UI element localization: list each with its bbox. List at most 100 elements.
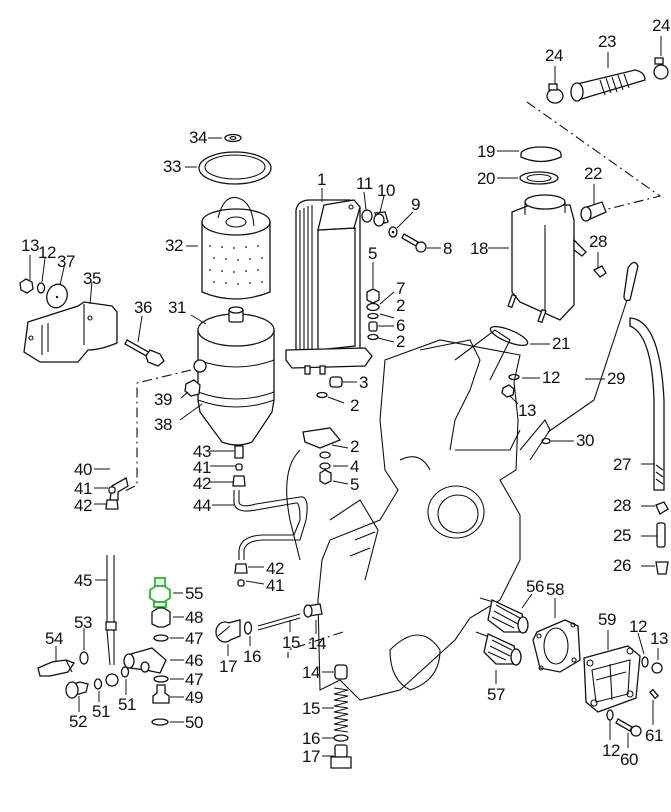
oil-filter-element-32 xyxy=(201,196,271,300)
callout-39[interactable]: 39 xyxy=(154,390,172,409)
callout-52[interactable]: 52 xyxy=(69,712,87,731)
callout-33[interactable]: 33 xyxy=(163,157,181,176)
callout-34[interactable]: 34 xyxy=(189,128,207,147)
callout-12[interactable]: 12 xyxy=(602,741,620,760)
callout-5[interactable]: 5 xyxy=(350,475,359,494)
callout-41[interactable]: 41 xyxy=(74,479,92,498)
callout-15[interactable]: 15 xyxy=(282,633,300,652)
callout-18[interactable]: 18 xyxy=(470,239,488,258)
callout-16[interactable]: 16 xyxy=(302,729,320,748)
callout-49[interactable]: 49 xyxy=(185,688,203,707)
callout-9[interactable]: 9 xyxy=(411,195,420,214)
nut-42 xyxy=(105,499,119,510)
callout-31[interactable]: 31 xyxy=(168,298,186,317)
callout-36[interactable]: 36 xyxy=(134,298,152,317)
callout-10[interactable]: 10 xyxy=(377,181,395,200)
sender-54 xyxy=(37,659,75,677)
callout-58[interactable]: 58 xyxy=(546,580,564,599)
callout-61[interactable]: 61 xyxy=(645,726,663,745)
callout-24[interactable]: 24 xyxy=(652,16,670,35)
callout-59[interactable]: 59 xyxy=(598,610,616,629)
callout-12[interactable]: 12 xyxy=(629,617,647,636)
callout-13[interactable]: 13 xyxy=(518,401,536,420)
callout-2[interactable]: 2 xyxy=(396,296,405,315)
callout-24[interactable]: 24 xyxy=(545,46,563,65)
callout-13[interactable]: 13 xyxy=(21,236,39,255)
callout-42[interactable]: 42 xyxy=(266,559,284,578)
pump-gear-56 xyxy=(479,597,529,634)
callout-25[interactable]: 25 xyxy=(613,526,631,545)
callout-27[interactable]: 27 xyxy=(613,455,631,474)
callout-16[interactable]: 16 xyxy=(243,647,261,666)
callout-37[interactable]: 37 xyxy=(57,252,75,271)
callout-54[interactable]: 54 xyxy=(45,629,63,648)
callout-57[interactable]: 57 xyxy=(487,685,505,704)
callout-3[interactable]: 3 xyxy=(359,373,368,392)
callout-17[interactable]: 17 xyxy=(302,747,320,766)
callout-17[interactable]: 17 xyxy=(219,657,237,676)
callout-28[interactable]: 28 xyxy=(589,232,607,251)
callout-55[interactable]: 55 xyxy=(185,584,203,603)
gasket-21 xyxy=(489,326,529,346)
callout-41[interactable]: 41 xyxy=(266,576,284,595)
clamp-24 xyxy=(546,83,564,104)
callout-26[interactable]: 26 xyxy=(613,556,631,575)
callout-30[interactable]: 30 xyxy=(576,431,594,450)
callout-45[interactable]: 45 xyxy=(74,571,92,590)
callout-19[interactable]: 19 xyxy=(477,142,495,161)
callout-13[interactable]: 13 xyxy=(650,629,668,648)
callout-42[interactable]: 42 xyxy=(74,496,92,515)
callout-41[interactable]: 41 xyxy=(193,458,211,477)
callout-40[interactable]: 40 xyxy=(74,460,92,479)
seal-ring-51 xyxy=(93,678,103,690)
callout-43[interactable]: 43 xyxy=(193,442,211,461)
callout-12[interactable]: 12 xyxy=(38,243,56,262)
callout-35[interactable]: 35 xyxy=(83,269,101,288)
callout-6[interactable]: 6 xyxy=(396,316,405,335)
callout-2[interactable]: 2 xyxy=(350,437,359,456)
union-43 xyxy=(234,445,244,459)
callout-44[interactable]: 44 xyxy=(193,496,211,515)
callout-32[interactable]: 32 xyxy=(165,236,183,255)
bushing-10 xyxy=(373,211,389,227)
callout-28[interactable]: 28 xyxy=(613,496,631,515)
callout-12[interactable]: 12 xyxy=(542,368,560,387)
callout-42[interactable]: 42 xyxy=(193,474,211,493)
washer-12 xyxy=(508,373,520,381)
callout-2[interactable]: 2 xyxy=(396,332,405,351)
callout-11[interactable]: 11 xyxy=(356,174,373,193)
callout-53[interactable]: 53 xyxy=(74,613,92,632)
grommet-26 xyxy=(655,561,669,575)
callout-5[interactable]: 5 xyxy=(368,244,377,263)
callout-14[interactable]: 14 xyxy=(302,663,320,682)
callout-60[interactable]: 60 xyxy=(620,750,638,769)
callout-46[interactable]: 46 xyxy=(185,651,203,670)
washer-4 xyxy=(319,462,331,470)
callout-1[interactable]: 1 xyxy=(317,170,326,189)
callout-7[interactable]: 7 xyxy=(396,279,405,298)
callout-14[interactable]: 14 xyxy=(308,634,326,653)
olive-41 xyxy=(237,579,245,587)
callout-20[interactable]: 20 xyxy=(477,169,495,188)
callout-23[interactable]: 23 xyxy=(598,32,616,51)
callout-56[interactable]: 56 xyxy=(526,577,544,596)
elbow-22 xyxy=(580,201,607,222)
callout-15[interactable]: 15 xyxy=(302,699,320,718)
callout-22[interactable]: 22 xyxy=(584,164,602,183)
callout-47[interactable]: 47 xyxy=(185,629,203,648)
bolt-36 xyxy=(124,339,165,367)
callout-50[interactable]: 50 xyxy=(185,713,203,732)
callout-8[interactable]: 8 xyxy=(443,239,452,258)
callout-51[interactable]: 51 xyxy=(92,702,110,721)
callout-2[interactable]: 2 xyxy=(350,396,359,415)
callout-47[interactable]: 47 xyxy=(185,670,203,689)
callout-29[interactable]: 29 xyxy=(607,369,625,388)
callout-38[interactable]: 38 xyxy=(154,415,172,434)
callout-4[interactable]: 4 xyxy=(350,457,359,476)
callout-48[interactable]: 48 xyxy=(185,608,203,627)
oil-cooler-1 xyxy=(285,199,373,375)
oil-filter-housing-31 xyxy=(193,306,275,446)
callout-51[interactable]: 51 xyxy=(118,695,136,714)
hose-23 xyxy=(570,69,646,102)
callout-21[interactable]: 21 xyxy=(552,334,570,353)
